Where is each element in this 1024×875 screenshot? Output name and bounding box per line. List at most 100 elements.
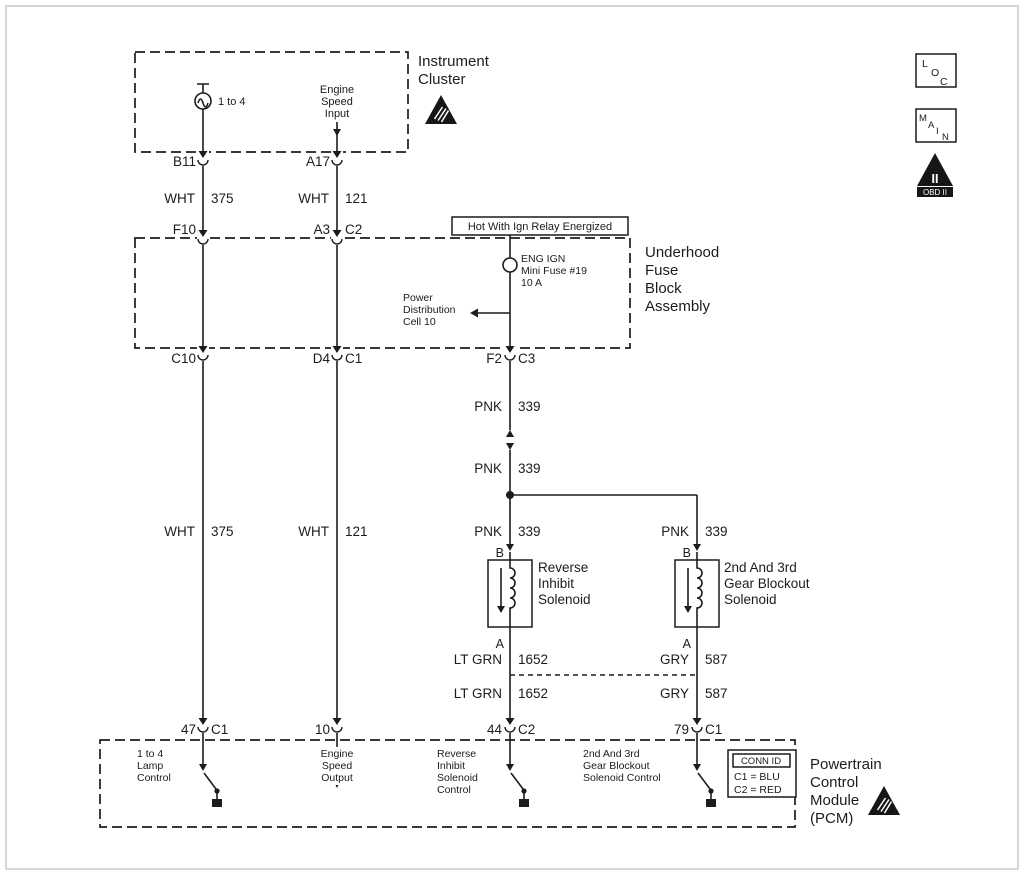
connector-label-c2: C2	[345, 222, 362, 237]
connector-label-c1: C1	[345, 351, 362, 366]
pin-conn-c1: C1	[211, 722, 228, 737]
main-letter: A	[928, 120, 935, 131]
pin-label-10: 10	[315, 722, 330, 737]
terminal-a-label: A	[496, 637, 505, 651]
hot-label-box	[451, 216, 629, 236]
driver-contact-icon	[706, 799, 716, 807]
connector-icon	[196, 150, 210, 167]
wire-color-wht: WHT	[164, 191, 195, 206]
connector-labels: B11 A17 F10 A3 C2 C10 D4 C1 F2 C3 47 C1 …	[171, 154, 722, 737]
connector-icon	[330, 345, 344, 362]
reverse-control-label: Inhibit	[437, 760, 465, 772]
power-distribution-label: Cell 10	[403, 316, 436, 328]
driver-contact-icon	[519, 799, 529, 807]
pin-label-79: 79	[674, 722, 689, 737]
instrument-cluster: Instrument Cluster 1 to 4 Engine Speed I…	[218, 53, 490, 125]
wire-circuit-1652: 1652	[518, 686, 548, 701]
pin-conn-c1: C1	[705, 722, 722, 737]
pcm: Powertrain Control Module (PCM) 1 to 4 L…	[137, 747, 901, 827]
conn-id-c2: C2 = RED	[734, 784, 782, 796]
wire-engine-speed	[333, 122, 341, 788]
loc-letter: C	[940, 76, 948, 88]
connector-icon	[503, 717, 517, 734]
main-letter: M	[919, 113, 927, 124]
wire-ignition-feed	[470, 235, 697, 807]
coil-icon	[509, 560, 516, 627]
lamp-control-label: Control	[137, 772, 171, 784]
main-letter: N	[942, 132, 949, 143]
wire-circuit-339: 339	[705, 524, 728, 539]
lamp-label: 1 to 4	[218, 96, 246, 108]
break-arrow-up-icon	[506, 430, 514, 437]
wire-color-ltgrn: LT GRN	[454, 686, 502, 701]
connector-icon	[330, 150, 344, 167]
solenoid-labels: B B A A Reverse Inhibit Solenoid 2nd And…	[496, 546, 810, 651]
gear-control-label: Solenoid Control	[583, 772, 661, 784]
conn-id-c1: C1 = BLU	[734, 771, 780, 783]
wire-gear-blockout	[693, 495, 716, 807]
pin-label-47: 47	[181, 722, 196, 737]
switch-blade-icon	[697, 772, 711, 790]
wire-color-gry: GRY	[660, 652, 689, 667]
speed-output-label: Engine	[321, 748, 354, 760]
wire-color-pnk: PNK	[474, 524, 502, 539]
arrow-down-icon	[333, 129, 341, 136]
lamp-control-label: 1 to 4	[137, 748, 163, 760]
legend-main: M A I N	[915, 108, 957, 143]
legend-loc: L O C	[915, 53, 957, 88]
obd-triangle-icon	[917, 153, 953, 186]
fuse-block-outline	[134, 237, 631, 349]
connector-label-c10: C10	[171, 351, 196, 366]
wire-color-wht: WHT	[298, 191, 329, 206]
reverse-control-label: Reverse	[437, 748, 476, 760]
underhood-fuse-block: Hot With Ign Relay Energized Underhood F…	[403, 221, 719, 328]
arrow-down-icon	[693, 764, 701, 771]
engine-speed-input-label: Speed	[321, 96, 353, 108]
connector-icon	[330, 717, 344, 734]
wire-circuit-339: 339	[518, 524, 541, 539]
wire-color-pnk: PNK	[474, 399, 502, 414]
pcm-title: Powertrain	[810, 756, 882, 773]
wire-circuit-587: 587	[705, 652, 728, 667]
wire-color-wht: WHT	[298, 524, 329, 539]
wire-color-gry: GRY	[660, 686, 689, 701]
connector-icon	[330, 229, 344, 246]
fuse-label: Mini Fuse #19	[521, 265, 587, 277]
wire-1to4-lamp	[194, 83, 222, 807]
legend-obd: II OBD II	[917, 153, 953, 197]
pin-conn-c2: C2	[518, 722, 535, 737]
pcm-title: Module	[810, 792, 859, 809]
connector-icon	[503, 345, 517, 362]
arrow-left-icon	[470, 308, 478, 318]
gear-control-label: Gear Blockout	[583, 760, 650, 772]
connector-label-d4: D4	[313, 351, 331, 366]
fuse-block-title: Fuse	[645, 262, 678, 279]
power-distribution-label: Power	[403, 292, 433, 304]
main-letter: I	[936, 126, 939, 137]
wire-circuit-375: 375	[211, 524, 234, 539]
terminal-b-label: B	[683, 546, 691, 560]
terminal-b-label: B	[496, 546, 504, 560]
fuse-block-title: Block	[645, 280, 682, 297]
obd-bar	[917, 187, 953, 197]
switch-blade-icon	[510, 772, 524, 790]
connector-icon	[196, 717, 210, 734]
speed-output-label: Speed	[322, 760, 353, 772]
wire-labels: WHT 375 WHT 121 WHT 375 WHT 121 PNK 339 …	[164, 191, 727, 701]
wire-circuit-587: 587	[705, 686, 728, 701]
connector-label-f10: F10	[173, 222, 196, 237]
esd-warning-icon	[424, 94, 458, 125]
gear-control-label: 2nd And 3rd	[583, 748, 640, 760]
fuse-block-title: Assembly	[645, 298, 711, 315]
engine-speed-input-label: Input	[325, 108, 349, 120]
wire-circuit-1652: 1652	[518, 652, 548, 667]
instrument-cluster-title: Cluster	[418, 71, 466, 88]
arrow-down-icon	[199, 764, 207, 771]
connector-label-c3: C3	[518, 351, 535, 366]
arrow-down-icon	[684, 606, 692, 613]
coil-icon	[696, 560, 703, 627]
connector-icon	[196, 345, 210, 362]
reverse-control-label: Control	[437, 784, 471, 796]
wire-circuit-339: 339	[518, 399, 541, 414]
